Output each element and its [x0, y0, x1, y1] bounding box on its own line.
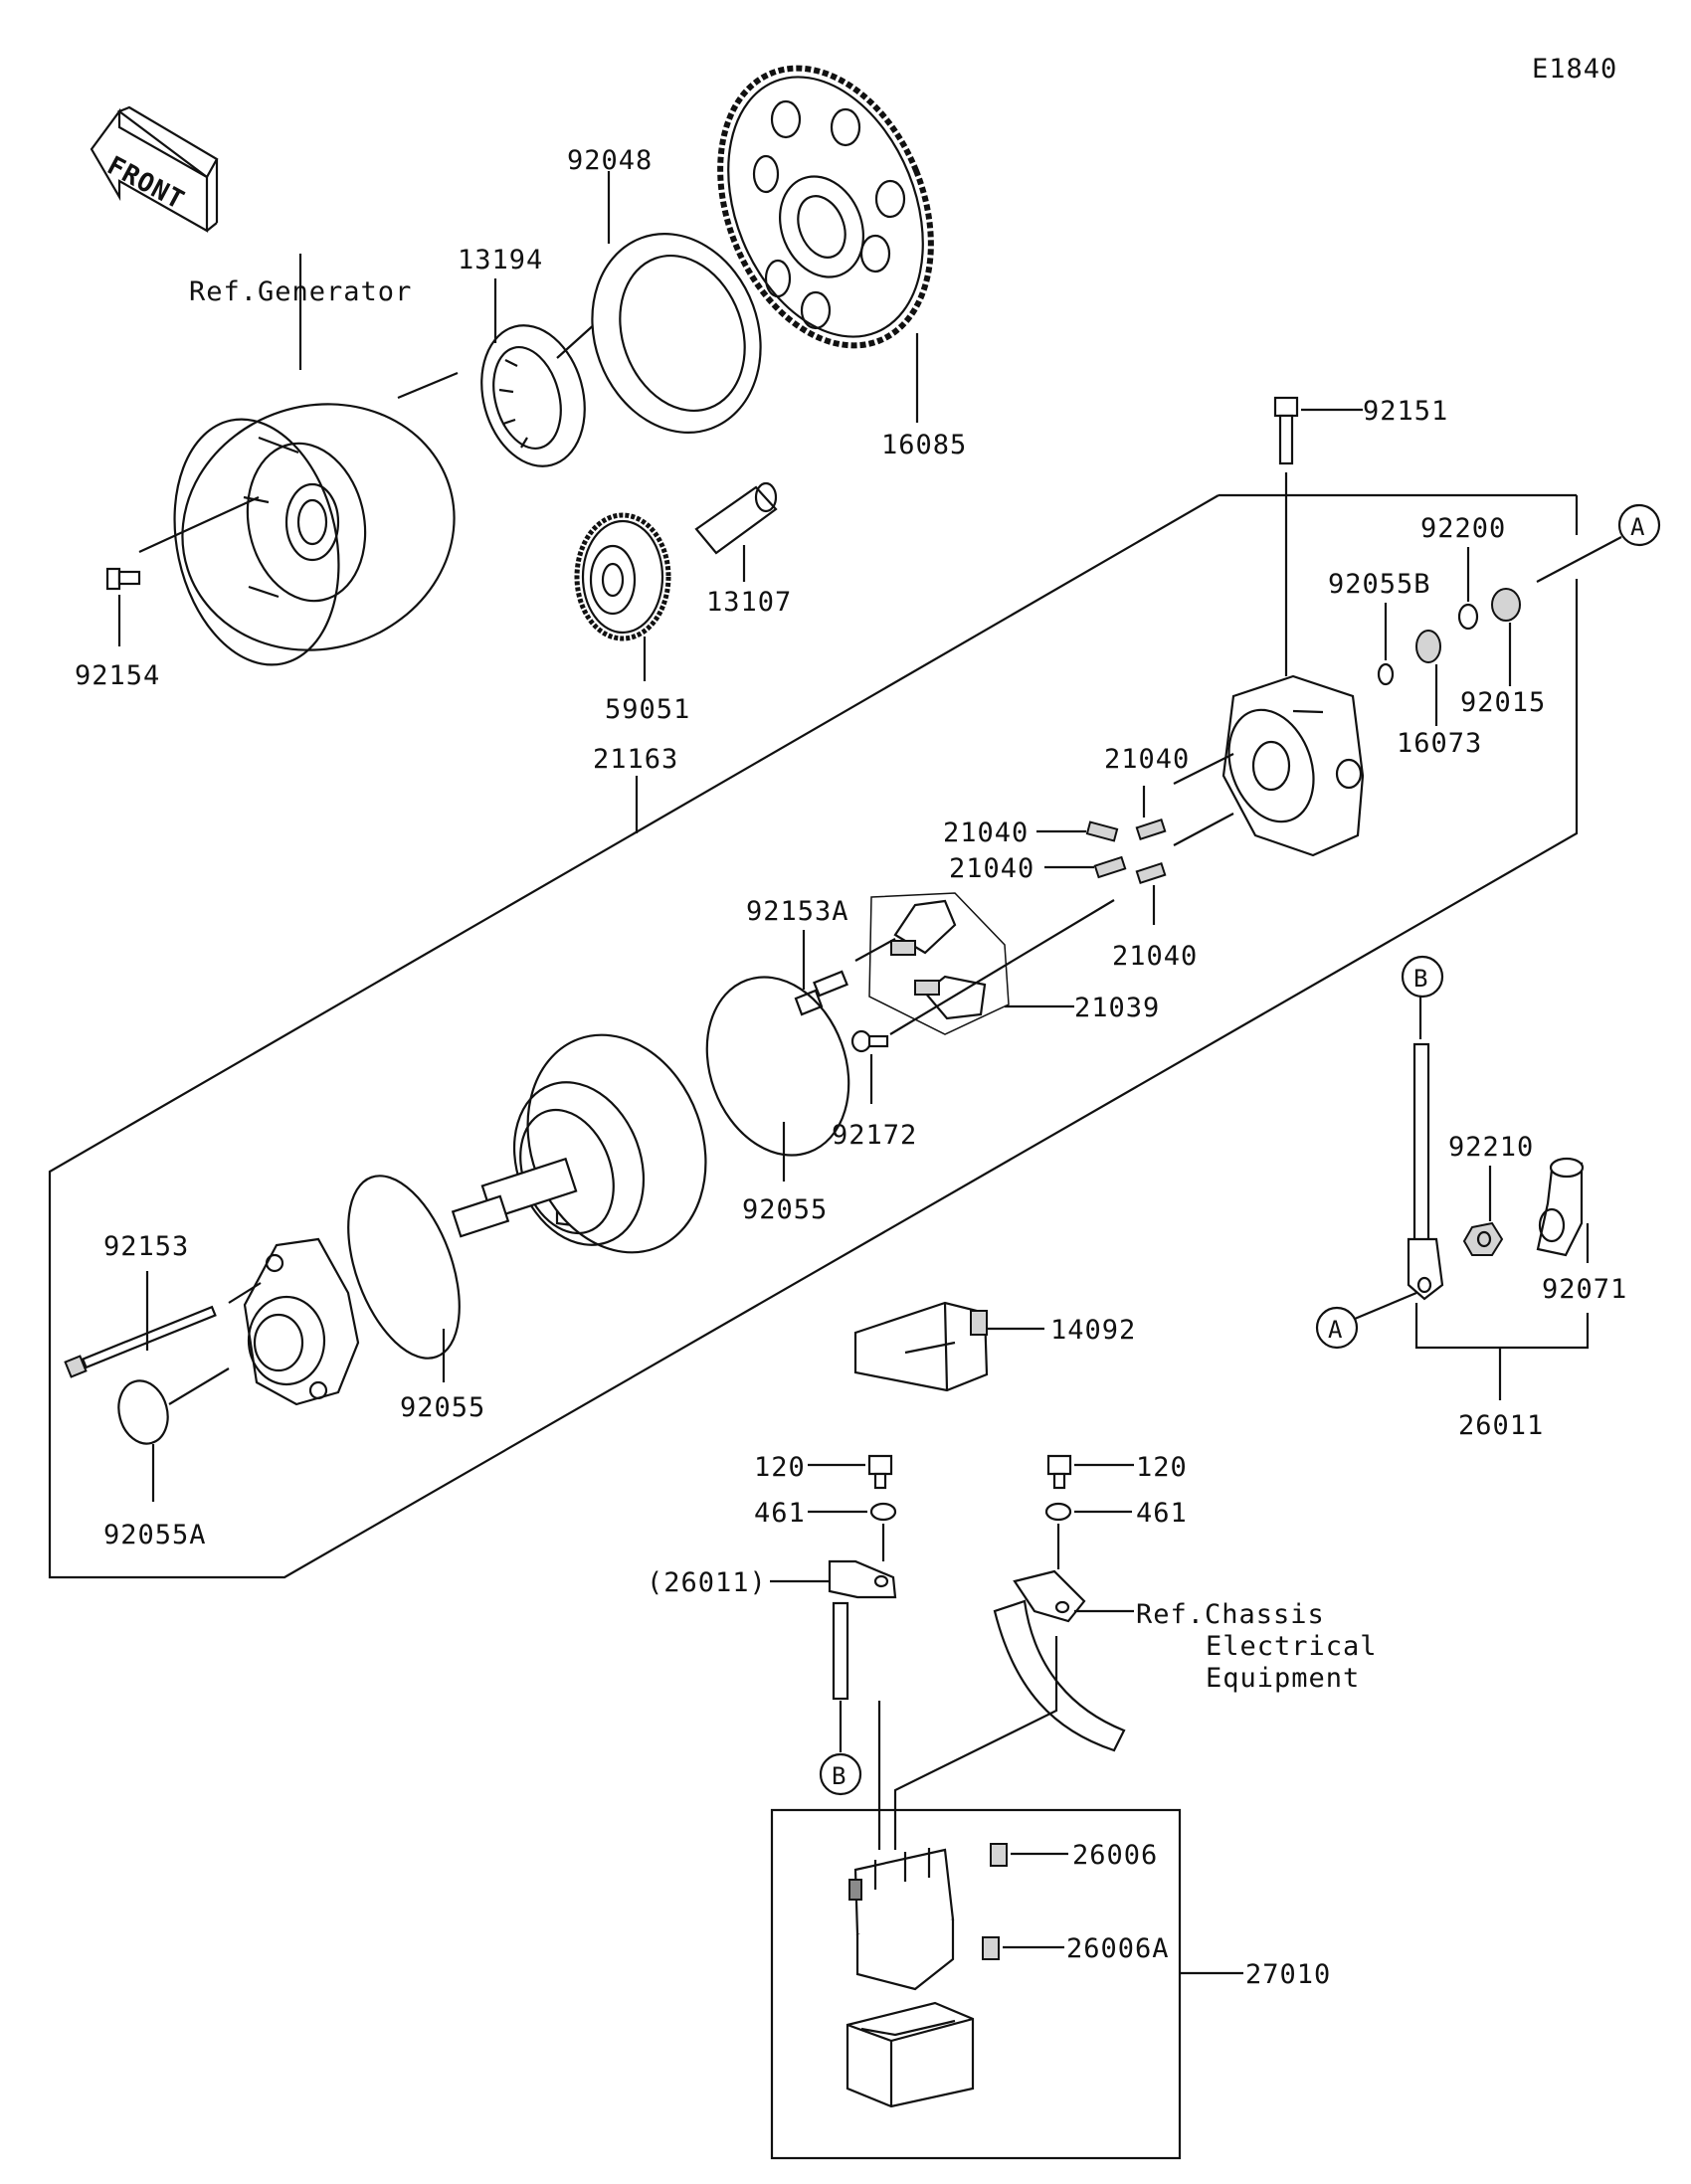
washer-461-left [869, 1502, 897, 1522]
callout-16073: 16073 [1397, 728, 1482, 759]
callout-14092: 14092 [1050, 1315, 1136, 1346]
bolt-92154 [105, 567, 141, 591]
bolt-92153 [64, 1305, 217, 1378]
starter-motor-assembly-frame [48, 494, 1579, 1579]
callout-21040-c: 21040 [949, 853, 1034, 884]
callout-92055-right: 92055 [742, 1194, 828, 1225]
marker-b-right [1401, 955, 1444, 999]
nut-92210 [1462, 1221, 1504, 1256]
callout-21040-b: 21040 [943, 818, 1029, 848]
o-ring-92055-left [347, 1175, 461, 1360]
callout-13107: 13107 [706, 587, 792, 618]
callout-92071: 92071 [1542, 1274, 1627, 1305]
callout-120-left: 120 [754, 1452, 806, 1483]
starter-relay [848, 1848, 955, 1991]
marker-a-top [1617, 503, 1661, 547]
callout-92151: 92151 [1363, 396, 1448, 427]
marker-a-bottom-label: A [1328, 1316, 1343, 1344]
diagram-id: E1840 [1532, 54, 1617, 85]
relay-cover [846, 2001, 975, 2108]
bolt-92151 [1273, 396, 1299, 465]
spring-21040-a [1135, 819, 1167, 840]
callout-21040-d: 21040 [1112, 941, 1198, 972]
callout-92200: 92200 [1420, 513, 1506, 544]
callout-461-right: 461 [1136, 1498, 1188, 1529]
battery-cable [993, 1569, 1126, 1752]
o-ring-92055-right [705, 976, 850, 1157]
relay-assembly-frame [770, 1808, 1182, 2160]
o-ring-92055A [117, 1379, 169, 1445]
callout-26011-ref: (26011) [647, 1567, 767, 1598]
callout-92153: 92153 [103, 1231, 189, 1262]
generator-rotor [173, 403, 456, 666]
callout-27010: 27010 [1245, 1959, 1331, 1990]
callout-120-right: 120 [1136, 1452, 1188, 1483]
callout-92153A: 92153A [746, 896, 849, 927]
callout-92048: 92048 [567, 145, 653, 176]
front-arrow-icon: FRONT [90, 105, 219, 233]
callout-461-left: 461 [754, 1498, 806, 1529]
spring-21040-b [1085, 820, 1119, 842]
spring-21040-c [1093, 855, 1127, 879]
nut-92015 [1491, 588, 1521, 622]
spring-21040-d [1135, 862, 1167, 884]
boot-92071 [1536, 1157, 1585, 1257]
callout-92055-left: 92055 [400, 1392, 485, 1423]
callout-92154: 92154 [75, 660, 160, 691]
washer-92200 [1457, 603, 1479, 631]
bolt-120-right [1046, 1454, 1072, 1490]
marker-b-right-label: B [1413, 965, 1428, 993]
callout-21039: 21039 [1074, 993, 1160, 1023]
callout-21040-a: 21040 [1104, 744, 1190, 775]
fuse-26006 [990, 1843, 1008, 1867]
marker-a-bottom [1315, 1306, 1359, 1350]
marker-b-bottom [819, 1752, 862, 1796]
idle-gear-59051 [574, 512, 671, 641]
brush-holder-21039 [868, 892, 1010, 1035]
armature-yoke [451, 1033, 707, 1254]
starter-clutch-gear-16085 [717, 65, 934, 349]
starter-lead-cable [1407, 1042, 1444, 1301]
ref-chassis-line-1: Ref.Chassis [1136, 1599, 1325, 1630]
o-ring-92055B [1377, 662, 1395, 686]
callout-92210: 92210 [1448, 1132, 1534, 1163]
starter-rear-cover [1221, 674, 1365, 857]
ring-92048 [591, 233, 762, 434]
fuse-26006A [982, 1936, 1000, 1960]
washer-461-right [1044, 1502, 1072, 1522]
ref-chassis-line-3: Equipment [1206, 1663, 1360, 1694]
ref-generator-label: Ref.Generator [189, 276, 412, 307]
callout-26006: 26006 [1072, 1840, 1158, 1871]
callout-21163: 21163 [593, 744, 678, 775]
callout-92172: 92172 [832, 1120, 917, 1151]
callout-16085: 16085 [881, 430, 967, 460]
screw-92153A [794, 970, 848, 1016]
callout-92055B: 92055B [1328, 569, 1431, 600]
collar-16073 [1415, 630, 1441, 663]
screw-92172 [850, 1029, 889, 1053]
one-way-clutch-13194 [480, 324, 586, 467]
starter-front-cover [243, 1237, 360, 1406]
lead-end-26011 [828, 1559, 897, 1701]
callout-26006A: 26006A [1066, 1933, 1170, 1964]
callout-26011: 26011 [1458, 1410, 1544, 1441]
shaft-13107 [694, 481, 778, 555]
callout-13194: 13194 [458, 245, 543, 275]
callout-92015: 92015 [1460, 687, 1546, 718]
marker-a-top-label: A [1630, 513, 1645, 541]
callout-92055A: 92055A [103, 1520, 207, 1550]
ref-chassis-line-2: Electrical [1206, 1631, 1378, 1662]
marker-b-bottom-label: B [832, 1762, 846, 1790]
callout-59051: 59051 [605, 694, 690, 725]
cap-14092 [853, 1301, 989, 1392]
bolt-120-left [867, 1454, 893, 1490]
